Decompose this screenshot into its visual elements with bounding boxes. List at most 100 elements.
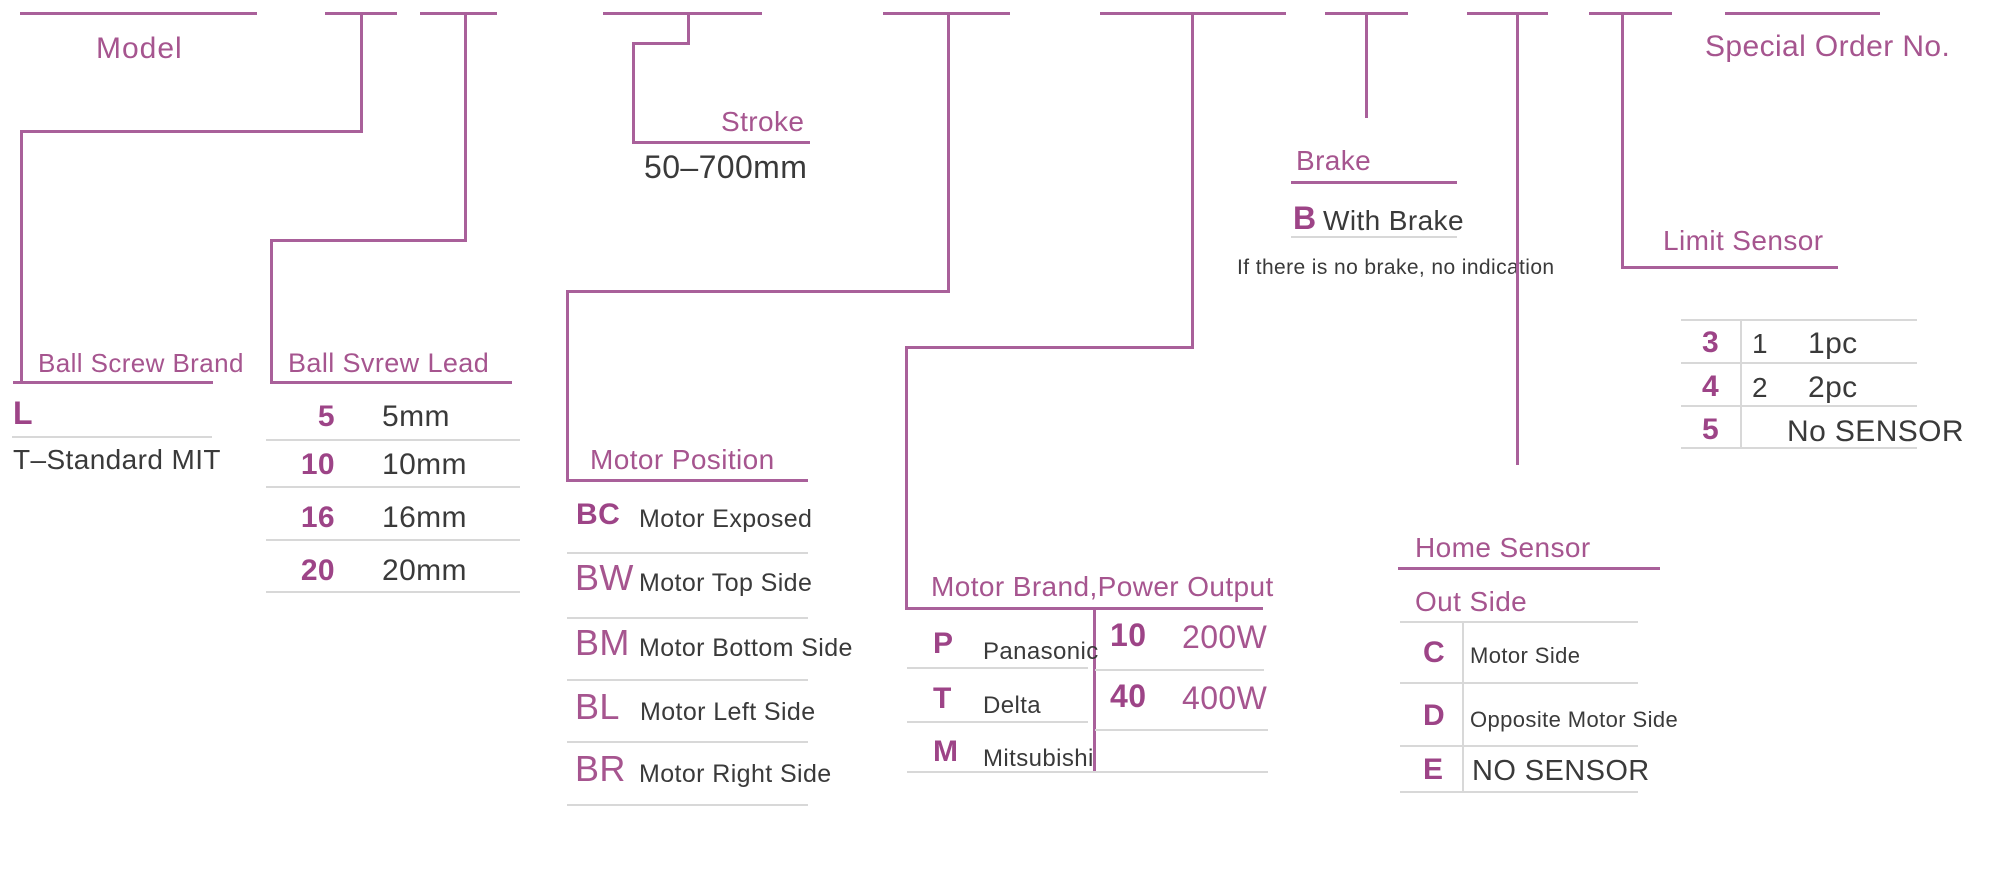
connector-stroke-v1	[687, 12, 690, 45]
motor-position-code: BL	[575, 686, 620, 727]
home-sensor-title: Home Sensor	[1415, 532, 1591, 563]
connector-stroke-h	[632, 42, 690, 45]
motor-position-separator	[567, 804, 808, 806]
lead-row-value: 10mm	[382, 448, 467, 481]
ball-screw-lead-title: Ball Svrew Lead	[288, 348, 490, 378]
motor-position-desc: Motor Exposed	[639, 505, 813, 533]
connector-mp-v1	[947, 12, 950, 293]
motor-brand-bottom-separator	[907, 771, 1268, 773]
limit-sensor-title: Limit Sensor	[1663, 225, 1824, 256]
motor-brand-title-underline	[905, 607, 1263, 610]
lead-row-value: 20mm	[382, 554, 467, 587]
motor-position-separator	[567, 552, 808, 554]
limit-sensor-title-underline	[1621, 266, 1838, 269]
power-value: 200W	[1182, 619, 1268, 655]
home-sensor-column-divider	[1462, 621, 1464, 791]
ball-screw-brand-code: L	[13, 395, 33, 431]
ball-screw-brand-title: Ball Screw Brand	[38, 348, 244, 378]
brake-code: B	[1293, 200, 1317, 236]
home-sensor-desc: NO SENSOR	[1472, 755, 1650, 787]
motor-brand-column-divider	[1093, 607, 1096, 773]
motor-position-code: BR	[575, 748, 626, 789]
motor-brand-separator	[907, 667, 1088, 669]
code-overline-motor-position	[883, 12, 1010, 15]
motor-position-desc: Motor Bottom Side	[639, 634, 853, 662]
code-overline-model	[20, 12, 257, 15]
motor-position-desc: Motor Right Side	[639, 760, 832, 788]
motor-brand-code: P	[933, 627, 954, 660]
lead-row-code: 16	[300, 501, 335, 534]
connector-mp-h	[566, 290, 950, 293]
connector-mp-v2	[566, 290, 569, 482]
motor-position-separator	[567, 617, 808, 619]
lead-separator	[266, 539, 520, 541]
home-sensor-desc: Opposite Motor Side	[1470, 707, 1679, 732]
motor-brand-code: T	[933, 682, 952, 715]
limit-sensor-separator	[1681, 362, 1917, 364]
code-overline-special-order	[1725, 12, 1880, 15]
limit-sensor-desc: 2pc	[1808, 371, 1858, 404]
limit-sensor-code: 3	[1702, 326, 1720, 359]
power-separator	[1095, 669, 1264, 671]
lead-row-code: 20	[300, 554, 335, 587]
limit-sensor-code: 5	[1702, 413, 1720, 446]
model-label: Model	[96, 32, 183, 65]
lead-separator	[266, 591, 520, 593]
lead-row-value: 5mm	[382, 400, 450, 433]
motor-position-code: BC	[576, 498, 621, 531]
home-sensor-desc: Motor Side	[1470, 643, 1581, 668]
connector-mb-v2	[905, 346, 908, 609]
code-overline-limit-sensor	[1589, 12, 1672, 15]
home-sensor-code: C	[1423, 636, 1446, 669]
home-sensor-code: D	[1423, 699, 1446, 732]
lead-row-value: 16mm	[382, 501, 467, 534]
connector-ls-v	[1621, 12, 1624, 269]
motor-brand-name: Mitsubishi	[983, 745, 1094, 772]
limit-sensor-qty: 1	[1752, 328, 1768, 359]
motor-position-desc: Motor Top Side	[639, 569, 813, 597]
home-sensor-separator	[1400, 621, 1638, 623]
connector-mb-v1	[1191, 12, 1194, 349]
connector-lead-h	[270, 239, 467, 242]
brake-note: If there is no brake, no indication	[1237, 256, 1555, 279]
limit-sensor-separator	[1681, 447, 1917, 449]
home-sensor-separator	[1400, 791, 1638, 793]
motor-position-desc: Motor Left Side	[640, 698, 816, 726]
home-sensor-separator	[1400, 745, 1638, 747]
motor-brand-separator	[907, 721, 1088, 723]
code-overline-stroke	[603, 12, 762, 15]
stroke-title-underline	[632, 141, 810, 144]
power-code: 40	[1110, 678, 1147, 714]
motor-brand-code: M	[933, 735, 959, 768]
motor-brand-title: Motor Brand,Power Output	[931, 571, 1274, 602]
code-overline-home-sensor	[1467, 12, 1548, 15]
lead-row-code: 5	[317, 400, 335, 433]
motor-position-separator	[567, 741, 808, 743]
power-separator	[1095, 729, 1268, 731]
connector-stroke-v2	[632, 42, 635, 144]
home-sensor-code: E	[1423, 753, 1444, 786]
power-value: 400W	[1182, 680, 1268, 716]
motor-position-separator	[567, 679, 808, 681]
brake-title-underline	[1291, 181, 1457, 184]
connector-bsb-v2	[20, 130, 23, 383]
connector-lead-v2	[270, 239, 273, 383]
brake-desc: With Brake	[1323, 205, 1464, 236]
ball-screw-brand-separator	[12, 436, 212, 438]
limit-sensor-column-divider	[1740, 319, 1742, 447]
ball-screw-brand-title-underline	[13, 381, 213, 384]
motor-brand-name: Delta	[983, 692, 1042, 719]
connector-bsb-h	[20, 130, 363, 133]
limit-sensor-top-line	[1681, 319, 1917, 321]
connector-brake-v	[1365, 12, 1368, 118]
limit-sensor-desc: 1pc	[1808, 327, 1858, 360]
limit-sensor-separator	[1681, 405, 1917, 407]
connector-hs-v	[1516, 12, 1519, 465]
limit-sensor-desc: No SENSOR	[1787, 415, 1964, 448]
lead-separator	[266, 486, 520, 488]
power-code: 10	[1110, 617, 1147, 653]
limit-sensor-qty: 2	[1752, 372, 1768, 403]
lead-separator	[266, 439, 520, 441]
stroke-title: Stroke	[721, 106, 805, 137]
